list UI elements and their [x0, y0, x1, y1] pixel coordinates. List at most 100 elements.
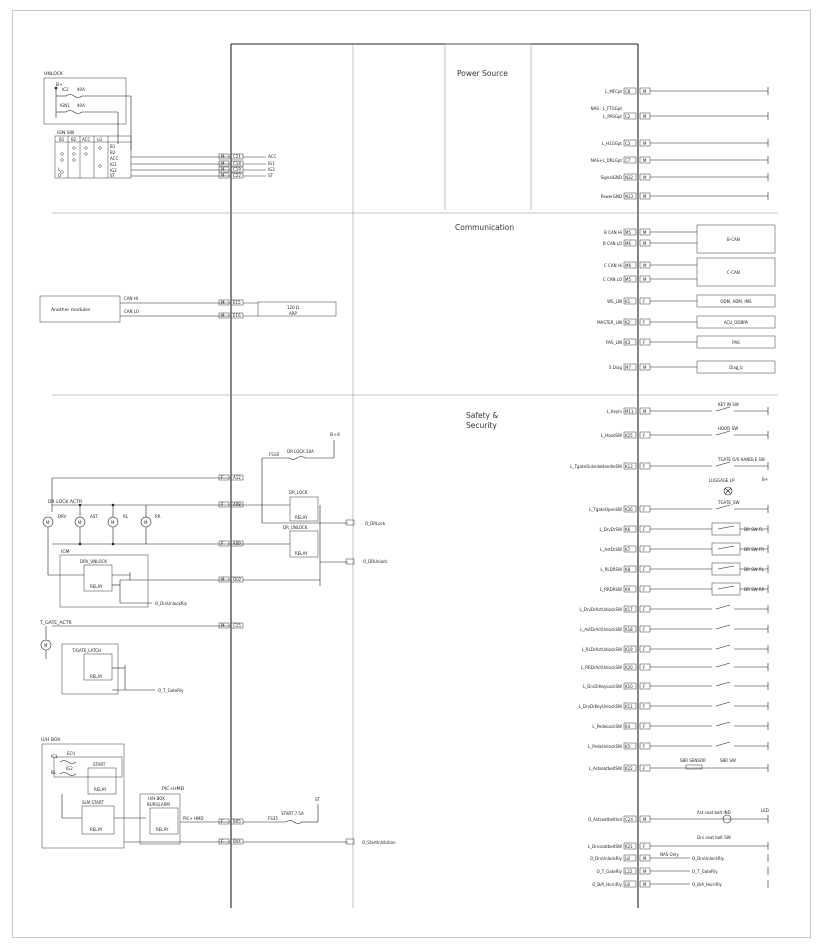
bottom-label-0: O_AstseatbeltInd: [588, 817, 622, 822]
safety-pin-9: K18: [625, 627, 633, 632]
safety-label-8: L_DrvDrActUnlockSW: [579, 607, 622, 612]
bottom-label-3: O_T_GateRly: [597, 869, 623, 874]
comm-label-1: B CAN LO: [603, 241, 622, 246]
ign-cap-o: O: [58, 173, 61, 178]
safety-note-0: KEY IN SW: [718, 402, 739, 407]
comm-type-5: F: [643, 320, 646, 325]
ast-seatbelt-ind-icon: [722, 814, 732, 824]
safety-label-4: L_DrvDrSW: [599, 527, 622, 532]
safety-note-7: DR SW RR: [744, 587, 765, 592]
safety-label-7: L_RRDRSW: [600, 587, 622, 592]
ign-row-4: IG2: [110, 168, 117, 173]
drlock-actr-label: DR LOCK ACTR: [48, 499, 83, 505]
bottom-note-1: Drv seat belt SW: [697, 835, 731, 840]
ic1-label: IC1: [51, 754, 58, 759]
comm-label-0: B CAN Hi: [604, 230, 622, 235]
ic2-amp: 40A: [77, 87, 85, 92]
bottom-note-2: O_DrvUnlockRly: [692, 856, 725, 861]
ign1-amp: 40A: [77, 103, 85, 108]
safety-pin-12: K10: [625, 684, 633, 689]
safety-type-9: F: [643, 627, 646, 632]
safety-type-4: F: [643, 527, 646, 532]
safety-label-9: L_AstDrActUnlockSW: [580, 627, 622, 632]
safety-type-6: F: [643, 567, 646, 572]
power-pin-0: C8: [625, 89, 631, 94]
power-pin-3: C7: [625, 158, 631, 163]
section-power-source: Power Source: [457, 69, 508, 78]
start-relay-label: START: [93, 762, 106, 767]
terminator-1: 120 Ω: [287, 305, 299, 310]
a09-pin: A09: [233, 541, 241, 546]
ign-head-0: B1: [59, 137, 65, 142]
safety-label-16: L_AstseatbeltSW: [589, 766, 622, 771]
drlock-relay-coil: RELAY: [295, 515, 308, 520]
comm-type-0: M: [643, 230, 647, 235]
acc-pin-2: C19: [233, 167, 241, 172]
fs35-label: FS35: [268, 816, 278, 821]
safety-type-15: F: [643, 744, 646, 749]
safety-type-0: M: [643, 409, 647, 414]
svg-text:M: M: [78, 520, 82, 525]
comm-pin-3: M5: [625, 277, 631, 282]
safety-label-10: L_RLDrActUnlockSW: [582, 647, 622, 652]
power-pin-4: N32: [625, 175, 634, 180]
canhi-m: M: [221, 300, 225, 305]
bplus-right: B+: [762, 477, 768, 482]
safety-pin-7: K9: [625, 587, 631, 592]
d02-pin: D02: [233, 577, 242, 582]
power-pin-2: C3: [625, 141, 631, 146]
safety-pin-14: K4: [625, 724, 631, 729]
power-type-2: M: [643, 141, 647, 146]
power-type-3: M: [643, 158, 647, 163]
bottom-type-0: M: [643, 817, 647, 822]
a09-f: F: [221, 541, 224, 546]
safety-label-12: L_DrvDrKeyLockSW: [583, 684, 622, 689]
acc-pin-1: C18: [233, 161, 241, 166]
comm-type-2: M: [643, 263, 647, 268]
left-pin-group: [52, 477, 320, 627]
comm-type-7: M: [643, 365, 647, 370]
b05-f: F: [221, 819, 224, 824]
bottom-pin-3: L22: [625, 869, 633, 874]
ast-led-label: LED: [761, 808, 769, 813]
icm-label: ICM: [61, 549, 70, 555]
safety-note-1: HOOD SW: [718, 426, 738, 431]
tgate-actr-label: T_GATE_ACTR: [39, 620, 73, 626]
motor-drv-label: DRV: [58, 514, 67, 519]
ign-head-2: ACC: [82, 137, 90, 142]
comm-pin-4: K1: [625, 299, 631, 304]
bottom-note-3: O_T_GateRly: [692, 869, 718, 874]
terminator-2: ARP: [289, 311, 298, 316]
safety-label-0: L_KeyIn: [607, 409, 623, 414]
unlock-label: UNLOCK: [44, 71, 64, 77]
power-label-0: L_MFCpt: [605, 89, 622, 94]
comm-type-4: F: [643, 299, 646, 304]
svg-text:M: M: [46, 520, 50, 525]
o-drlock: O_DRLock: [365, 521, 386, 526]
svg-text:M: M: [111, 520, 115, 525]
safety-pin-6: K8: [625, 567, 631, 572]
pic-hmd2-label: PIC+ HMD: [183, 816, 204, 821]
bottom-note-4: O_B/A_HornRly: [692, 882, 722, 887]
safety-note-4: DR SW FL: [744, 527, 764, 532]
drunlock-relay-coil: RELAY: [295, 551, 308, 556]
power-label-3: NAS+L_DRLGpt: [591, 158, 623, 163]
c15-m: M: [221, 623, 225, 628]
can-hi-label: CAN HI: [124, 296, 138, 301]
ig2-label: IG2: [66, 766, 73, 771]
safety-type-1: F: [643, 433, 646, 438]
power-label-2: L_H1GGpt: [602, 141, 623, 146]
comm-pin-1: M6: [625, 241, 631, 246]
safety-type-5: F: [643, 547, 646, 552]
ign-row-5: ST: [110, 173, 116, 178]
safety-type-12: F: [643, 684, 646, 689]
ign-sw-label: IGN SW: [57, 130, 75, 136]
acc-name-1: IG1: [268, 161, 275, 166]
drunlock-relay-label: DR_UNLOCK: [283, 525, 308, 530]
canhi-pin: E15: [233, 300, 241, 305]
safety-type-16: F: [643, 766, 646, 771]
